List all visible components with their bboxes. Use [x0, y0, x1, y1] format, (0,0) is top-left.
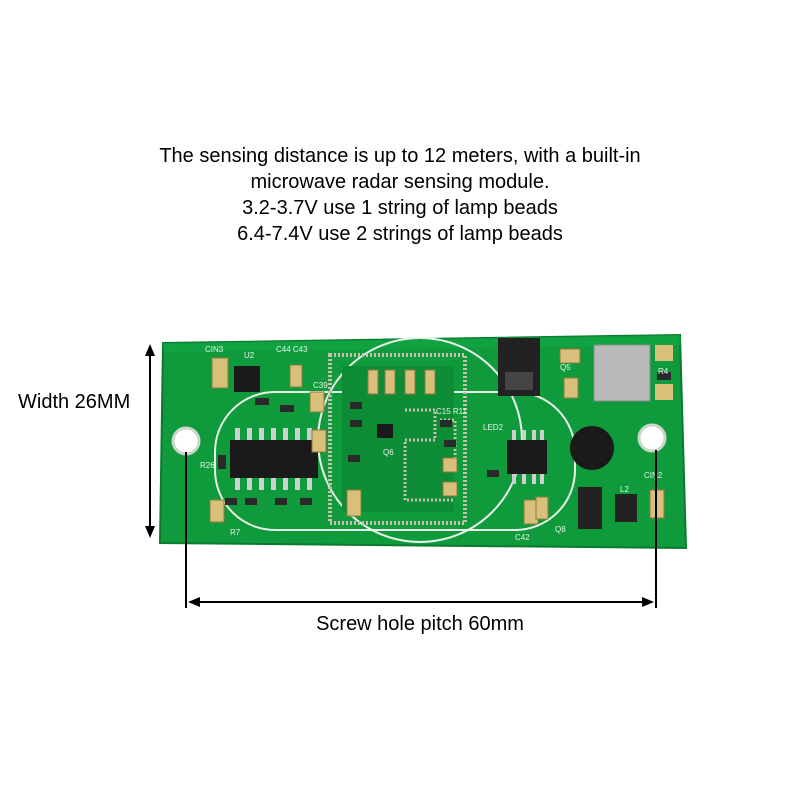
svg-text:CIN2: CIN2	[644, 471, 663, 480]
width-dimension	[145, 344, 155, 538]
svg-text:CIN3: CIN3	[205, 345, 224, 354]
headline-line-1: The sensing distance is up to 12 meters,…	[159, 145, 641, 167]
screw-hole-right	[637, 423, 667, 453]
svg-text:R4: R4	[658, 367, 669, 376]
svg-text:C39: C39	[313, 381, 328, 390]
svg-text:Q6: Q6	[383, 448, 394, 457]
headline-line-2: microwave radar sensing module.	[250, 171, 550, 193]
svg-text:U2: U2	[244, 351, 255, 360]
svg-text:Q8: Q8	[555, 525, 566, 534]
pcb-board: CIN3 U2 C44 C43 C39 Q6 C15 R11 LED2 Q5 L…	[158, 333, 688, 550]
width-label: Width 26MM	[18, 391, 131, 413]
headline-line-3: 3.2-3.7V use 1 string of lamp beads	[242, 197, 558, 219]
svg-text:C44 C43: C44 C43	[276, 345, 308, 354]
svg-text:C15 R11: C15 R11	[436, 407, 468, 416]
pitch-dimension	[185, 450, 657, 608]
headline: The sensing distance is up to 12 meters,…	[0, 143, 800, 247]
pitch-label: Screw hole pitch 60mm	[316, 613, 524, 635]
svg-text:C42: C42	[515, 533, 530, 542]
headline-line-4: 6.4-7.4V use 2 strings of lamp beads	[237, 223, 563, 245]
screw-hole-left	[171, 426, 201, 456]
svg-text:R26: R26	[200, 461, 215, 470]
svg-text:R7: R7	[230, 528, 241, 537]
svg-text:L2: L2	[620, 485, 629, 494]
svg-text:LED2: LED2	[483, 423, 504, 432]
svg-text:Q5: Q5	[560, 363, 571, 372]
